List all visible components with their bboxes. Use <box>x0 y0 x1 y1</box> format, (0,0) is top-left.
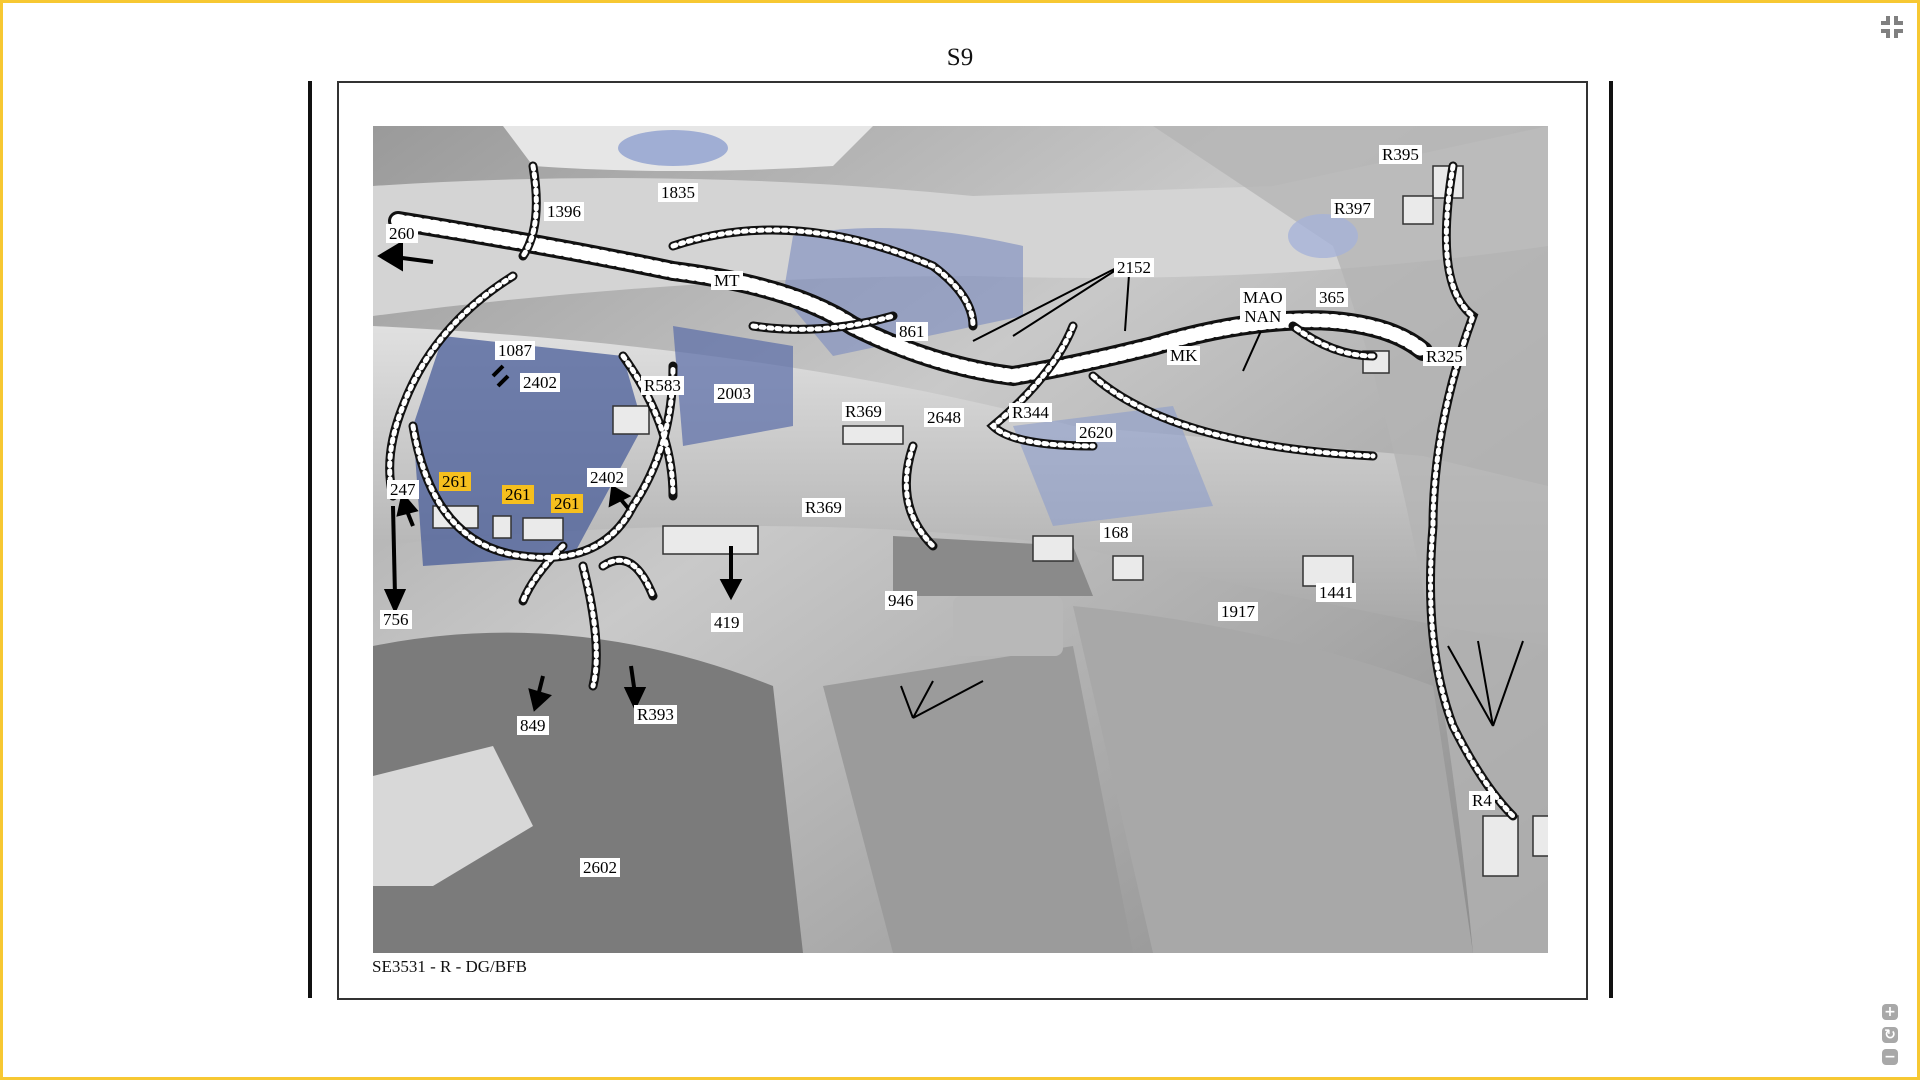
page-title: S9 <box>946 44 974 71</box>
connector-label: MK <box>1167 346 1201 365</box>
connector-label: 2003 <box>714 384 754 403</box>
connector-label: 1441 <box>1316 583 1356 602</box>
connector-label: 1087 <box>495 341 535 360</box>
zoom-in-button[interactable]: + <box>1882 1004 1898 1020</box>
connector-label: R395 <box>1379 145 1422 164</box>
wiring-harness-illustration <box>373 126 1548 953</box>
connector-label: MT <box>711 271 743 290</box>
left-divider <box>308 81 312 998</box>
connector-label: 247 <box>387 480 419 499</box>
exit-fullscreen-button[interactable] <box>1877 12 1907 42</box>
connector-label: 2620 <box>1076 423 1116 442</box>
diagram-caption: SE3531 - R - DG/BFB <box>372 957 527 976</box>
connector-label: R4 <box>1469 791 1495 810</box>
connector-label: 861 <box>896 322 928 341</box>
connector-label: R397 <box>1331 199 1374 218</box>
connector-label: 168 <box>1100 523 1132 542</box>
connector-label: R325 <box>1423 347 1466 366</box>
connector-label: R344 <box>1009 403 1052 422</box>
highlighted-connector-label: 261 <box>502 485 534 504</box>
right-divider <box>1609 81 1613 998</box>
connector-label: 2648 <box>924 408 964 427</box>
connector-label: 849 <box>517 716 549 735</box>
connector-label: 2402 <box>587 468 627 487</box>
connector-label: 946 <box>885 591 917 610</box>
connector-label: 2152 <box>1114 258 1154 277</box>
connector-label: 1917 <box>1218 602 1258 621</box>
connector-label: R369 <box>802 498 845 517</box>
connector-label: 419 <box>711 613 743 632</box>
connector-label: 756 <box>380 610 412 629</box>
highlighted-connector-label: 261 <box>551 494 583 513</box>
connector-label: 260 <box>386 224 418 243</box>
exit-fullscreen-icon <box>1881 16 1903 38</box>
connector-label: 2602 <box>580 858 620 877</box>
connector-label: 2402 <box>520 373 560 392</box>
connector-label: R369 <box>842 402 885 421</box>
connector-label: R393 <box>634 705 677 724</box>
connector-label: MAO NAN <box>1240 288 1286 326</box>
dashboard-drawing <box>373 126 1548 953</box>
reset-zoom-button[interactable]: ↻ <box>1882 1027 1898 1043</box>
highlighted-connector-label: 261 <box>439 472 471 491</box>
connector-label: R583 <box>641 376 684 395</box>
connector-label: 1396 <box>544 202 584 221</box>
zoom-out-button[interactable]: − <box>1882 1049 1898 1065</box>
connector-label: 1835 <box>658 183 698 202</box>
connector-label: 365 <box>1316 288 1348 307</box>
